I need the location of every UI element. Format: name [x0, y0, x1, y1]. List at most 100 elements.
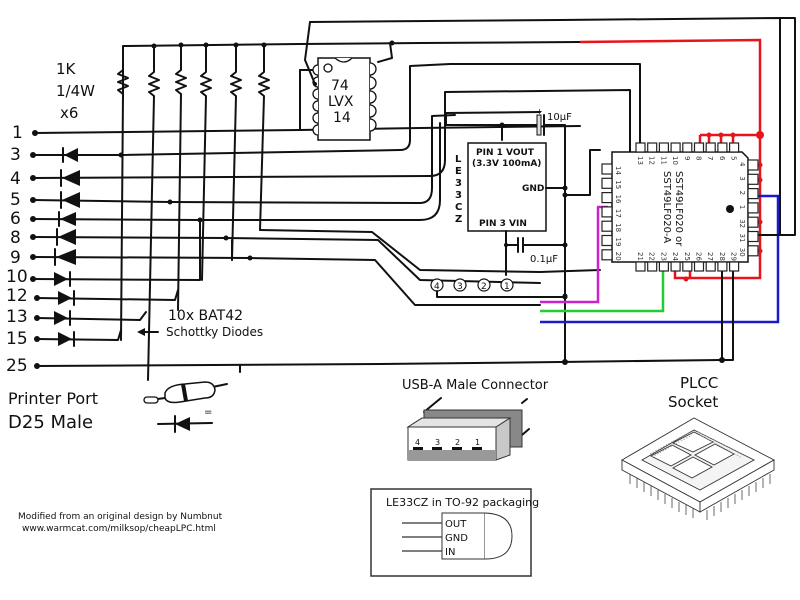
chip-pin: [728, 261, 740, 272]
diode-pin10: [54, 271, 71, 287]
pin-label-10: 10: [6, 267, 28, 287]
chip-pin-number: 13: [636, 156, 644, 165]
chip-pin: [693, 261, 705, 272]
chip-pin-number: 26: [695, 252, 703, 261]
chip-pin: [658, 142, 670, 153]
plcc-socket: PLCC Socket: [621, 374, 775, 520]
capacitor-10uf: + 10µF: [536, 107, 572, 301]
pin-label-6: 6: [10, 209, 21, 229]
ic-label-line3: 14: [333, 110, 351, 126]
reg-gnd-label: GND: [522, 184, 544, 194]
chip-pin: [747, 188, 759, 200]
chip-pin-number: 25: [683, 252, 691, 261]
chip-pin: [601, 206, 613, 218]
pin-label-3: 3: [10, 145, 21, 165]
to92-pin-gnd: GND: [445, 533, 468, 544]
chip-pin-number: 3: [738, 176, 746, 180]
reg-pin1-label: PIN 1 VOUT: [476, 148, 535, 158]
chip-pin: [682, 261, 693, 272]
to92-pin-in: IN: [445, 547, 455, 558]
chip-pin: [747, 159, 759, 171]
chip-pin: [601, 249, 613, 261]
reg-name-char: E: [455, 166, 462, 177]
usb-pin-label-3: 3: [435, 438, 440, 447]
pin-label-1: 1: [12, 123, 23, 143]
to92-pin-out: OUT: [445, 519, 467, 530]
capacitor-0.1uf: 0.1µF: [504, 230, 568, 276]
to92-title: LE33CZ in TO-92 packaging: [386, 496, 539, 509]
chip-pin: [747, 216, 759, 228]
chip-pin: [747, 202, 759, 214]
chip-pin: [670, 261, 681, 272]
chip-pin-number: 19: [614, 238, 622, 247]
chip-pin-number: 18: [614, 223, 622, 232]
diode-pin5: [60, 191, 80, 209]
pin-label-13: 13: [6, 307, 28, 327]
chip-pin: [747, 245, 759, 257]
pin-label-8: 8: [10, 228, 21, 248]
resistor-count: x6: [60, 104, 78, 122]
chip-pin-number: 15: [614, 180, 622, 189]
reg-name-char: Z: [455, 214, 462, 225]
diode-pin6: [58, 211, 76, 227]
diode-pin12: [58, 290, 75, 306]
diode-pin4: [60, 169, 80, 187]
resistor-power: 1/4W: [56, 82, 95, 100]
usb-pin-markers: 4 3 2 1: [430, 278, 568, 365]
chip-pin-number: 16: [614, 195, 622, 204]
chip-pin: [647, 261, 658, 272]
chip-pin-number: 22: [648, 252, 656, 261]
cap-10uf-label: 10µF: [547, 112, 572, 123]
printer-port-pins: 1 3 4 5 6 8 9 10 12 13 15 25: [6, 123, 28, 376]
chip-pin-number: 8: [695, 156, 703, 160]
pin-label-5: 5: [10, 190, 21, 210]
cap-plus-sign: +: [536, 107, 543, 116]
chip-pin: [601, 192, 613, 204]
ic-label-line1: 74: [331, 78, 349, 94]
chip-pin-number: 20: [614, 252, 622, 261]
reg-name-char: 3: [455, 190, 462, 201]
chip-pin-number: 17: [614, 209, 622, 218]
pin-label-25: 25: [6, 356, 28, 376]
chip-pin: [635, 261, 646, 272]
reg-name-char: C: [455, 202, 462, 213]
usb-pin-label-1: 1: [475, 438, 480, 447]
plcc-title-line2: Socket: [668, 393, 718, 411]
printer-port-label-line2: D25 Male: [8, 412, 93, 433]
pin-label-4: 4: [10, 169, 21, 189]
regulator-le33cz: PIN 1 VOUT (3.3V 100mA) GND PIN 3 VIN L …: [445, 107, 601, 301]
chip-pin-number: 24: [671, 252, 679, 261]
credit-line2: www.warmcat.com/milksop/cheapLPC.html: [22, 524, 216, 534]
diode-pin3: [62, 147, 78, 163]
resistor-value: 1K: [56, 60, 77, 78]
chip-pin: [693, 142, 705, 153]
chip-pin: [717, 261, 728, 272]
chip-pin-number: 12: [648, 156, 656, 165]
chip-pin: [747, 230, 759, 243]
resistor-array: [117, 44, 270, 381]
usb-pin-label-2: 2: [455, 438, 460, 447]
diodes: [54, 147, 80, 347]
chip-pin-number: 21: [636, 252, 644, 261]
colored-wires: [540, 17, 796, 363]
resistor-label: 1K 1/4W x6: [56, 60, 95, 122]
chip-pin: [728, 142, 740, 153]
chip-pin: [601, 220, 613, 232]
chip-pin-number: 31: [738, 234, 746, 243]
pin-label-9: 9: [10, 248, 21, 268]
credit-line1: Modified from an original design by Numb…: [18, 512, 223, 522]
diode-pin15: [58, 331, 75, 347]
diode-label: 10x BAT42 Schottky Diodes: [137, 308, 263, 339]
chip-pin-number: 4: [738, 162, 746, 167]
chip-pin-number: 27: [706, 252, 714, 261]
printer-port-label-line1: Printer Port: [8, 389, 98, 408]
diode-label-line1: 10x BAT42: [168, 308, 243, 324]
ic-label-line2: LVX: [328, 94, 354, 110]
chip-pin-number: 28: [718, 252, 726, 261]
diode-legend: =: [143, 381, 228, 433]
chip-pin: [747, 173, 759, 185]
credit: Modified from an original design by Numb…: [18, 512, 223, 534]
usb-pin-1-marker: 1: [504, 282, 510, 292]
pin-label-12: 12: [6, 286, 28, 306]
